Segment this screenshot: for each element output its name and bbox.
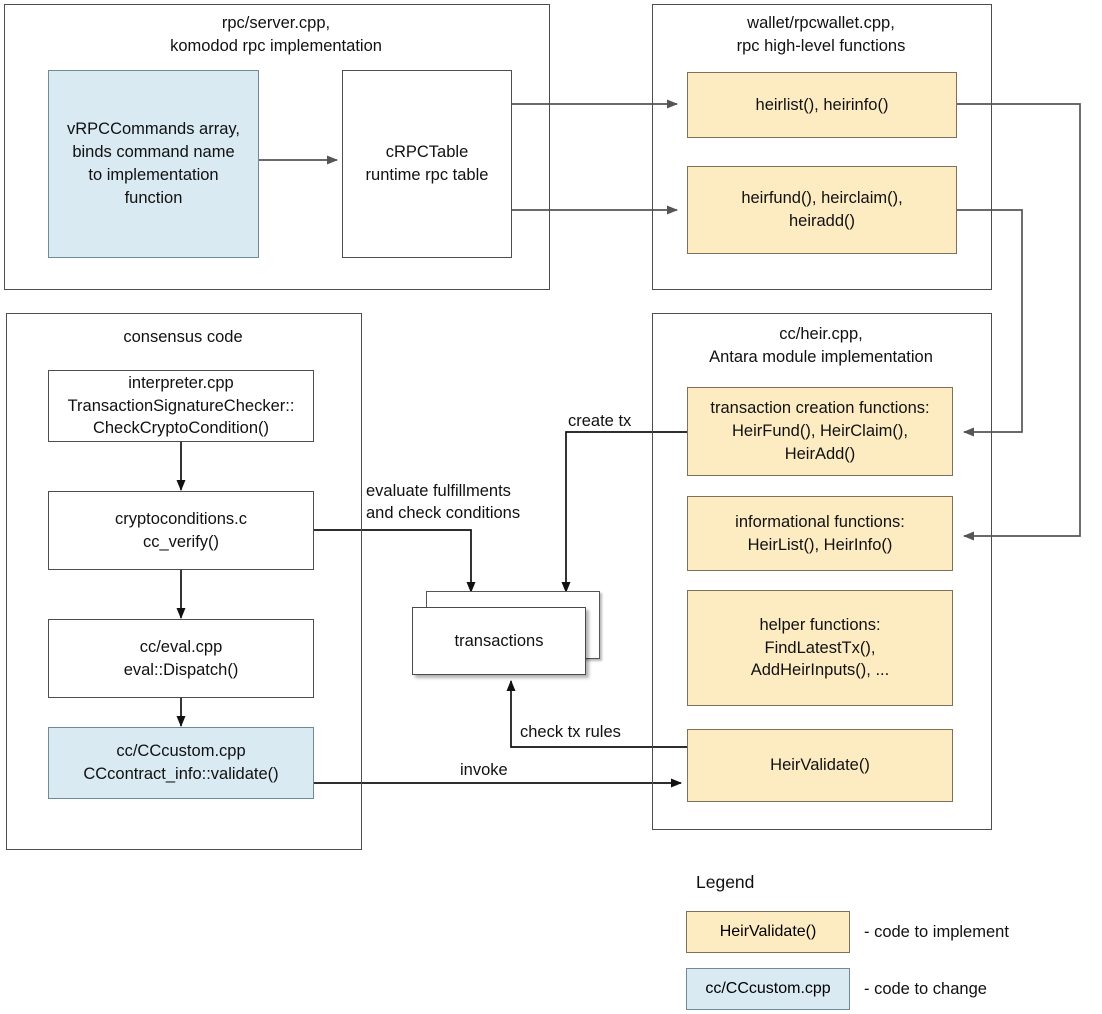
group-cc-heir-title: cc/heir.cpp, Antara module implementatio… bbox=[709, 325, 933, 366]
node-transactions[interactable]: transactions bbox=[412, 607, 586, 675]
edge-label-invoke: invoke bbox=[460, 761, 508, 779]
legend-swatch-implement: HeirValidate() bbox=[686, 911, 850, 953]
node-cc-cccustom-validate[interactable]: cc/CCcustom.cpp CCcontract_info::validat… bbox=[48, 727, 314, 799]
group-consensus-code-title: consensus code bbox=[123, 328, 243, 346]
node-cc-eval-dispatch[interactable]: cc/eval.cpp eval::Dispatch() bbox=[48, 619, 314, 698]
node-heirvalidate[interactable]: HeirValidate() bbox=[687, 729, 953, 802]
node-informational-functions[interactable]: informational functions: HeirList(), Hei… bbox=[687, 496, 953, 571]
legend-text-implement: - code to implement bbox=[864, 923, 1009, 941]
node-vrpccommands-array[interactable]: vRPCCommands array, binds command name t… bbox=[48, 70, 259, 258]
legend-text-change: - code to change bbox=[864, 980, 987, 998]
node-transaction-creation-functions[interactable]: transaction creation functions: HeirFund… bbox=[687, 387, 953, 476]
node-heirfund-heirclaim-heiradd[interactable]: heirfund(), heirclaim(), heiradd() bbox=[687, 166, 957, 254]
node-helper-functions[interactable]: helper functions: FindLatestTx(), AddHei… bbox=[687, 590, 953, 706]
group-rpc-server bbox=[4, 4, 550, 290]
legend-title: Legend bbox=[696, 872, 755, 892]
node-heirlist-heirinfo[interactable]: heirlist(), heirinfo() bbox=[687, 72, 957, 138]
edge-label-create-tx: create tx bbox=[568, 412, 632, 430]
group-rpc-wallet-title: wallet/rpcwallet.cpp, rpc high-level fun… bbox=[736, 14, 906, 55]
node-interpreter-checkcryptocondition[interactable]: interpreter.cpp TransactionSignatureChec… bbox=[48, 370, 314, 442]
legend-swatch-change: cc/CCcustom.cpp bbox=[686, 968, 850, 1010]
node-cryptoconditions-cc-verify[interactable]: cryptoconditions.c cc_verify() bbox=[48, 491, 314, 570]
group-rpc-server-title: rpc/server.cpp, komodod rpc implementati… bbox=[170, 14, 382, 55]
edge-label-check-tx-rules: check tx rules bbox=[520, 723, 621, 741]
node-crpctable[interactable]: cRPCTable runtime rpc table bbox=[342, 70, 512, 258]
edge-label-evaluate-fulfillments: evaluate fulfillments and check conditio… bbox=[366, 482, 521, 523]
